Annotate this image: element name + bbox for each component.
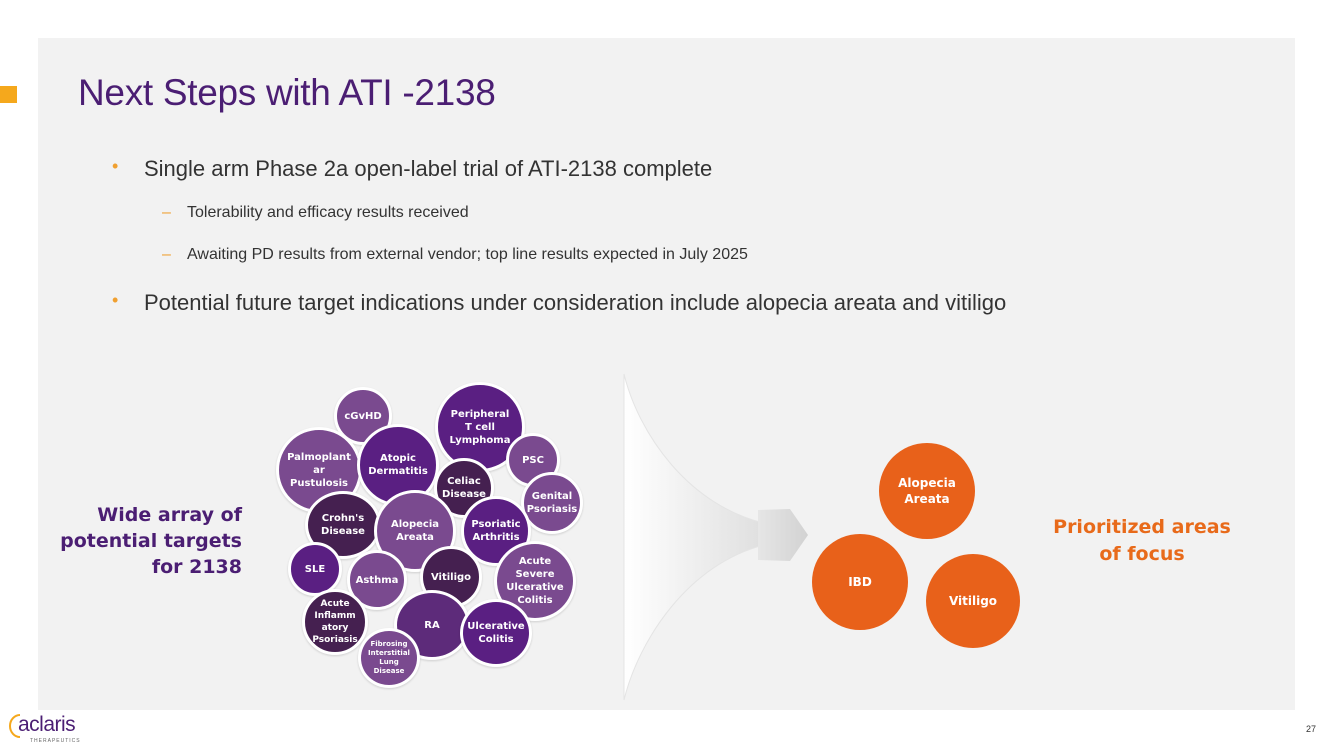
focus-bubble: IBD bbox=[812, 534, 908, 630]
focus-bubble: Vitiligo bbox=[926, 554, 1020, 648]
target-bubble: Crohn's Disease bbox=[305, 491, 381, 559]
logo-name: aclaris bbox=[18, 713, 76, 736]
focus-label: Vitiligo bbox=[948, 594, 998, 608]
target-bubble: Genital Psoriasis bbox=[521, 472, 583, 534]
page-number: 27 bbox=[1306, 724, 1317, 734]
sub-bullet-text: Awaiting PD results from external vendor… bbox=[187, 246, 748, 263]
target-bubble: Ulcerative Colitis bbox=[460, 599, 532, 667]
target-label: Alopecia Areata bbox=[390, 519, 440, 543]
target-label: Celiac Disease bbox=[442, 476, 486, 500]
bullet-text: Potential future target indications unde… bbox=[144, 290, 1007, 315]
bullet-marker: • bbox=[112, 290, 119, 310]
target-label: Genital Psoriasis bbox=[526, 491, 578, 515]
target-label: PSC bbox=[522, 454, 544, 466]
sub-bullet-marker: – bbox=[162, 204, 171, 221]
focus-label-text: Prioritized areas of focus bbox=[1053, 516, 1231, 565]
target-label: Atopic Dermatitis bbox=[368, 453, 428, 477]
focus-bubble: Alopecia Areata bbox=[879, 443, 975, 539]
target-label: cGvHD bbox=[344, 410, 382, 422]
target-label: Ulcerative Colitis bbox=[467, 621, 525, 645]
target-label: Acute Inflamm atory Psoriasis bbox=[312, 599, 358, 645]
focus-label: IBD bbox=[848, 575, 872, 589]
focus-label: Alopecia Areata bbox=[898, 476, 956, 506]
accent-square bbox=[0, 86, 17, 103]
sub-bullet-text: Tolerability and efficacy results receiv… bbox=[187, 204, 469, 221]
target-bubble: Fibrosing Interstitial Lung Disease bbox=[358, 628, 420, 688]
target-label: RA bbox=[424, 619, 440, 631]
logo-arc-icon bbox=[9, 714, 21, 738]
target-label: Peripheral T cell Lymphoma bbox=[449, 408, 511, 446]
slide-title: Next Steps with ATI -2138 bbox=[78, 72, 496, 113]
targets-label: Wide array of potential targets for 2138 bbox=[60, 504, 242, 578]
target-label: Crohn's Disease bbox=[321, 513, 365, 537]
target-label: Asthma bbox=[355, 574, 399, 586]
target-label: Acute Severe Ulcerative Colitis bbox=[506, 556, 564, 606]
target-bubble: SLE bbox=[288, 542, 342, 596]
bullet-text: Single arm Phase 2a open-label trial of … bbox=[144, 156, 713, 181]
bullet-marker: • bbox=[112, 156, 119, 176]
target-label: SLE bbox=[304, 563, 326, 575]
target-label: Vitiligo bbox=[430, 571, 472, 583]
target-label: Fibrosing Interstitial Lung Disease bbox=[368, 640, 410, 675]
sub-bullet-marker: – bbox=[162, 246, 171, 263]
target-label: Palmoplant ar Pustulosis bbox=[287, 451, 351, 489]
target-bubble: Acute Severe Ulcerative Colitis bbox=[494, 541, 576, 621]
target-label: Psoriatic Arthritis bbox=[471, 519, 521, 543]
funnel-icon bbox=[623, 373, 808, 701]
logo-subtitle: THERAPEUTICS bbox=[30, 738, 81, 744]
target-bubble: Acute Inflamm atory Psoriasis bbox=[302, 589, 368, 655]
